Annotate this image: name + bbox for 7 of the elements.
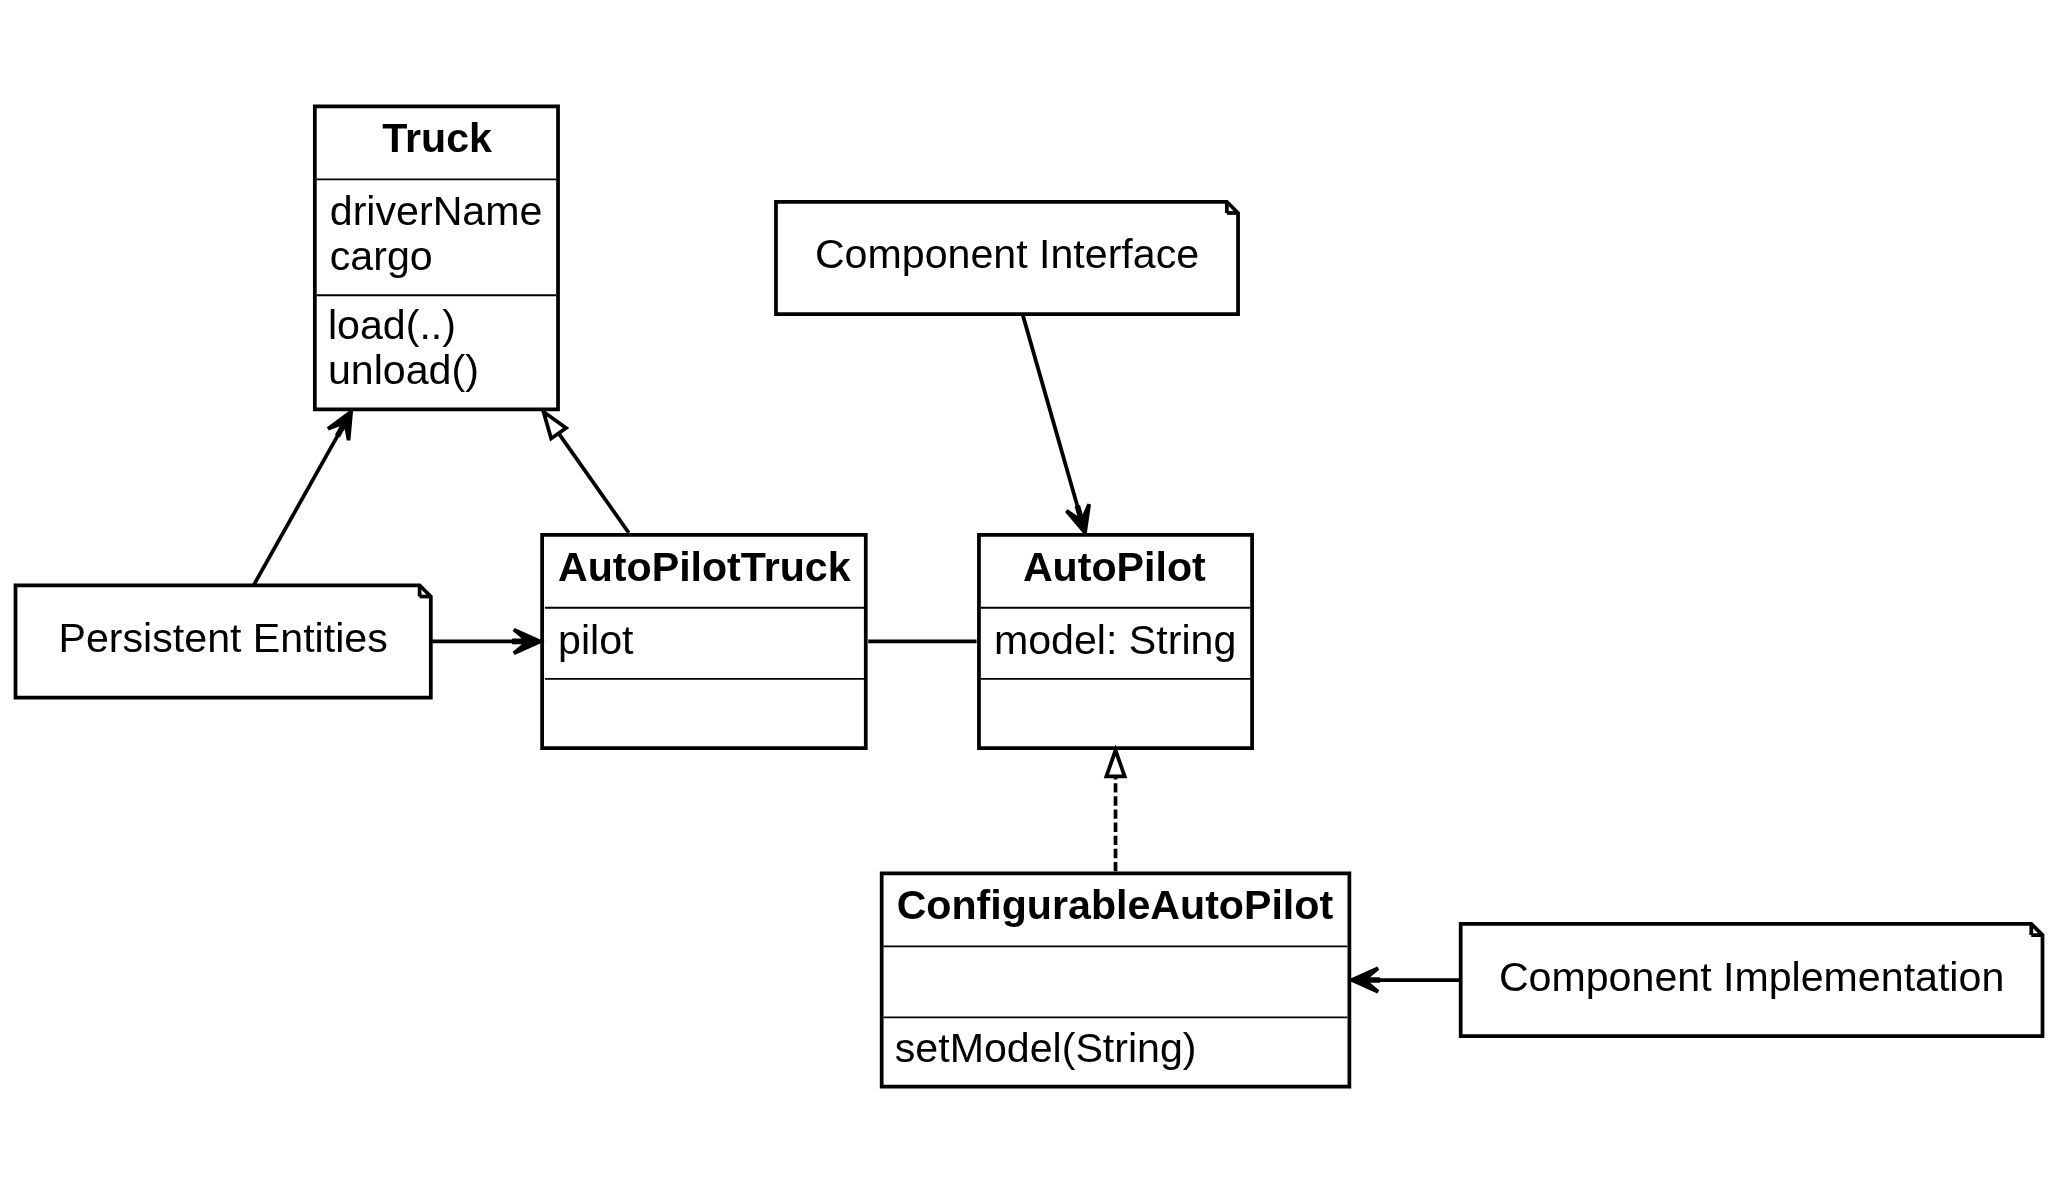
arrow	[1103, 744, 1128, 872]
arrow	[431, 627, 542, 656]
arrow	[540, 407, 631, 534]
arrow	[1350, 966, 1461, 994]
arrow	[252, 409, 353, 587]
connector	[868, 639, 977, 644]
arrow	[1020, 313, 1091, 535]
